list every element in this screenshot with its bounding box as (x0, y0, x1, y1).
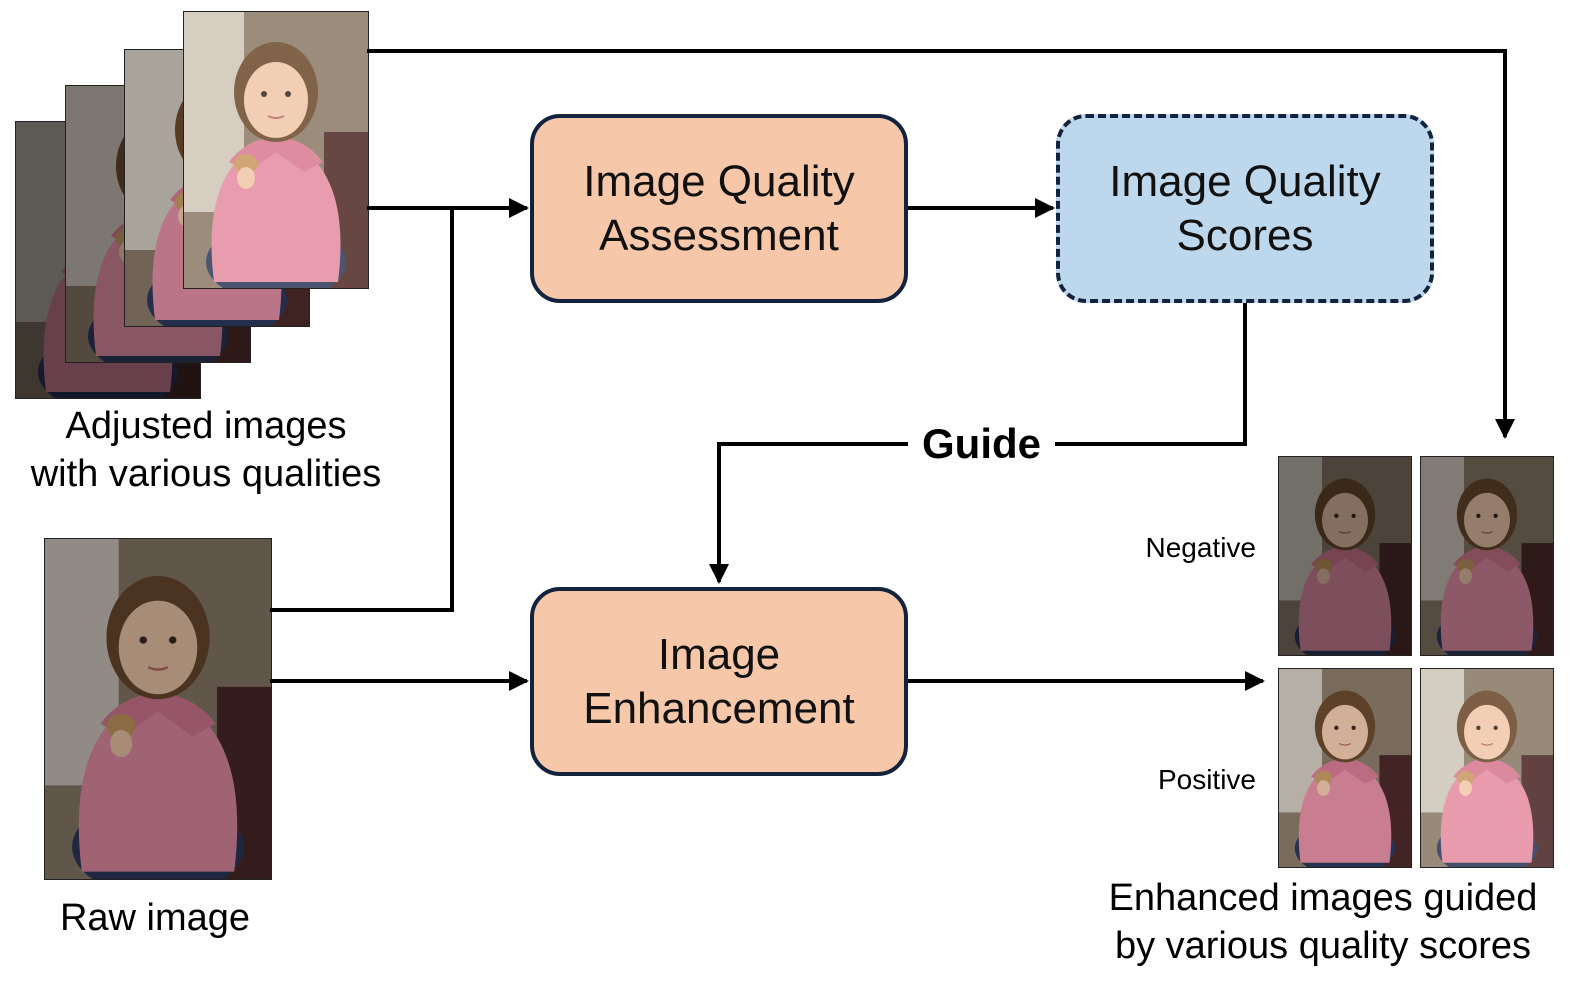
enhanced-negative-image-2 (1420, 456, 1554, 656)
enhanced-images-caption: Enhanced images guided by various qualit… (1108, 877, 1538, 967)
enhanced-positive-image-1 (1278, 668, 1412, 868)
guide-label: Guide (908, 419, 1056, 469)
raw-image (44, 538, 272, 880)
adjusted-images-caption: Adjusted images with various qualities (30, 405, 382, 495)
positive-label: Positive (1157, 764, 1256, 795)
enhanced-positive-image-2 (1420, 668, 1554, 868)
negative-label: Negative (1145, 532, 1256, 563)
enhanced-negative-image-1 (1278, 456, 1412, 656)
raw-image-caption: Raw image (59, 897, 251, 939)
adjusted-image-bright (183, 11, 369, 289)
